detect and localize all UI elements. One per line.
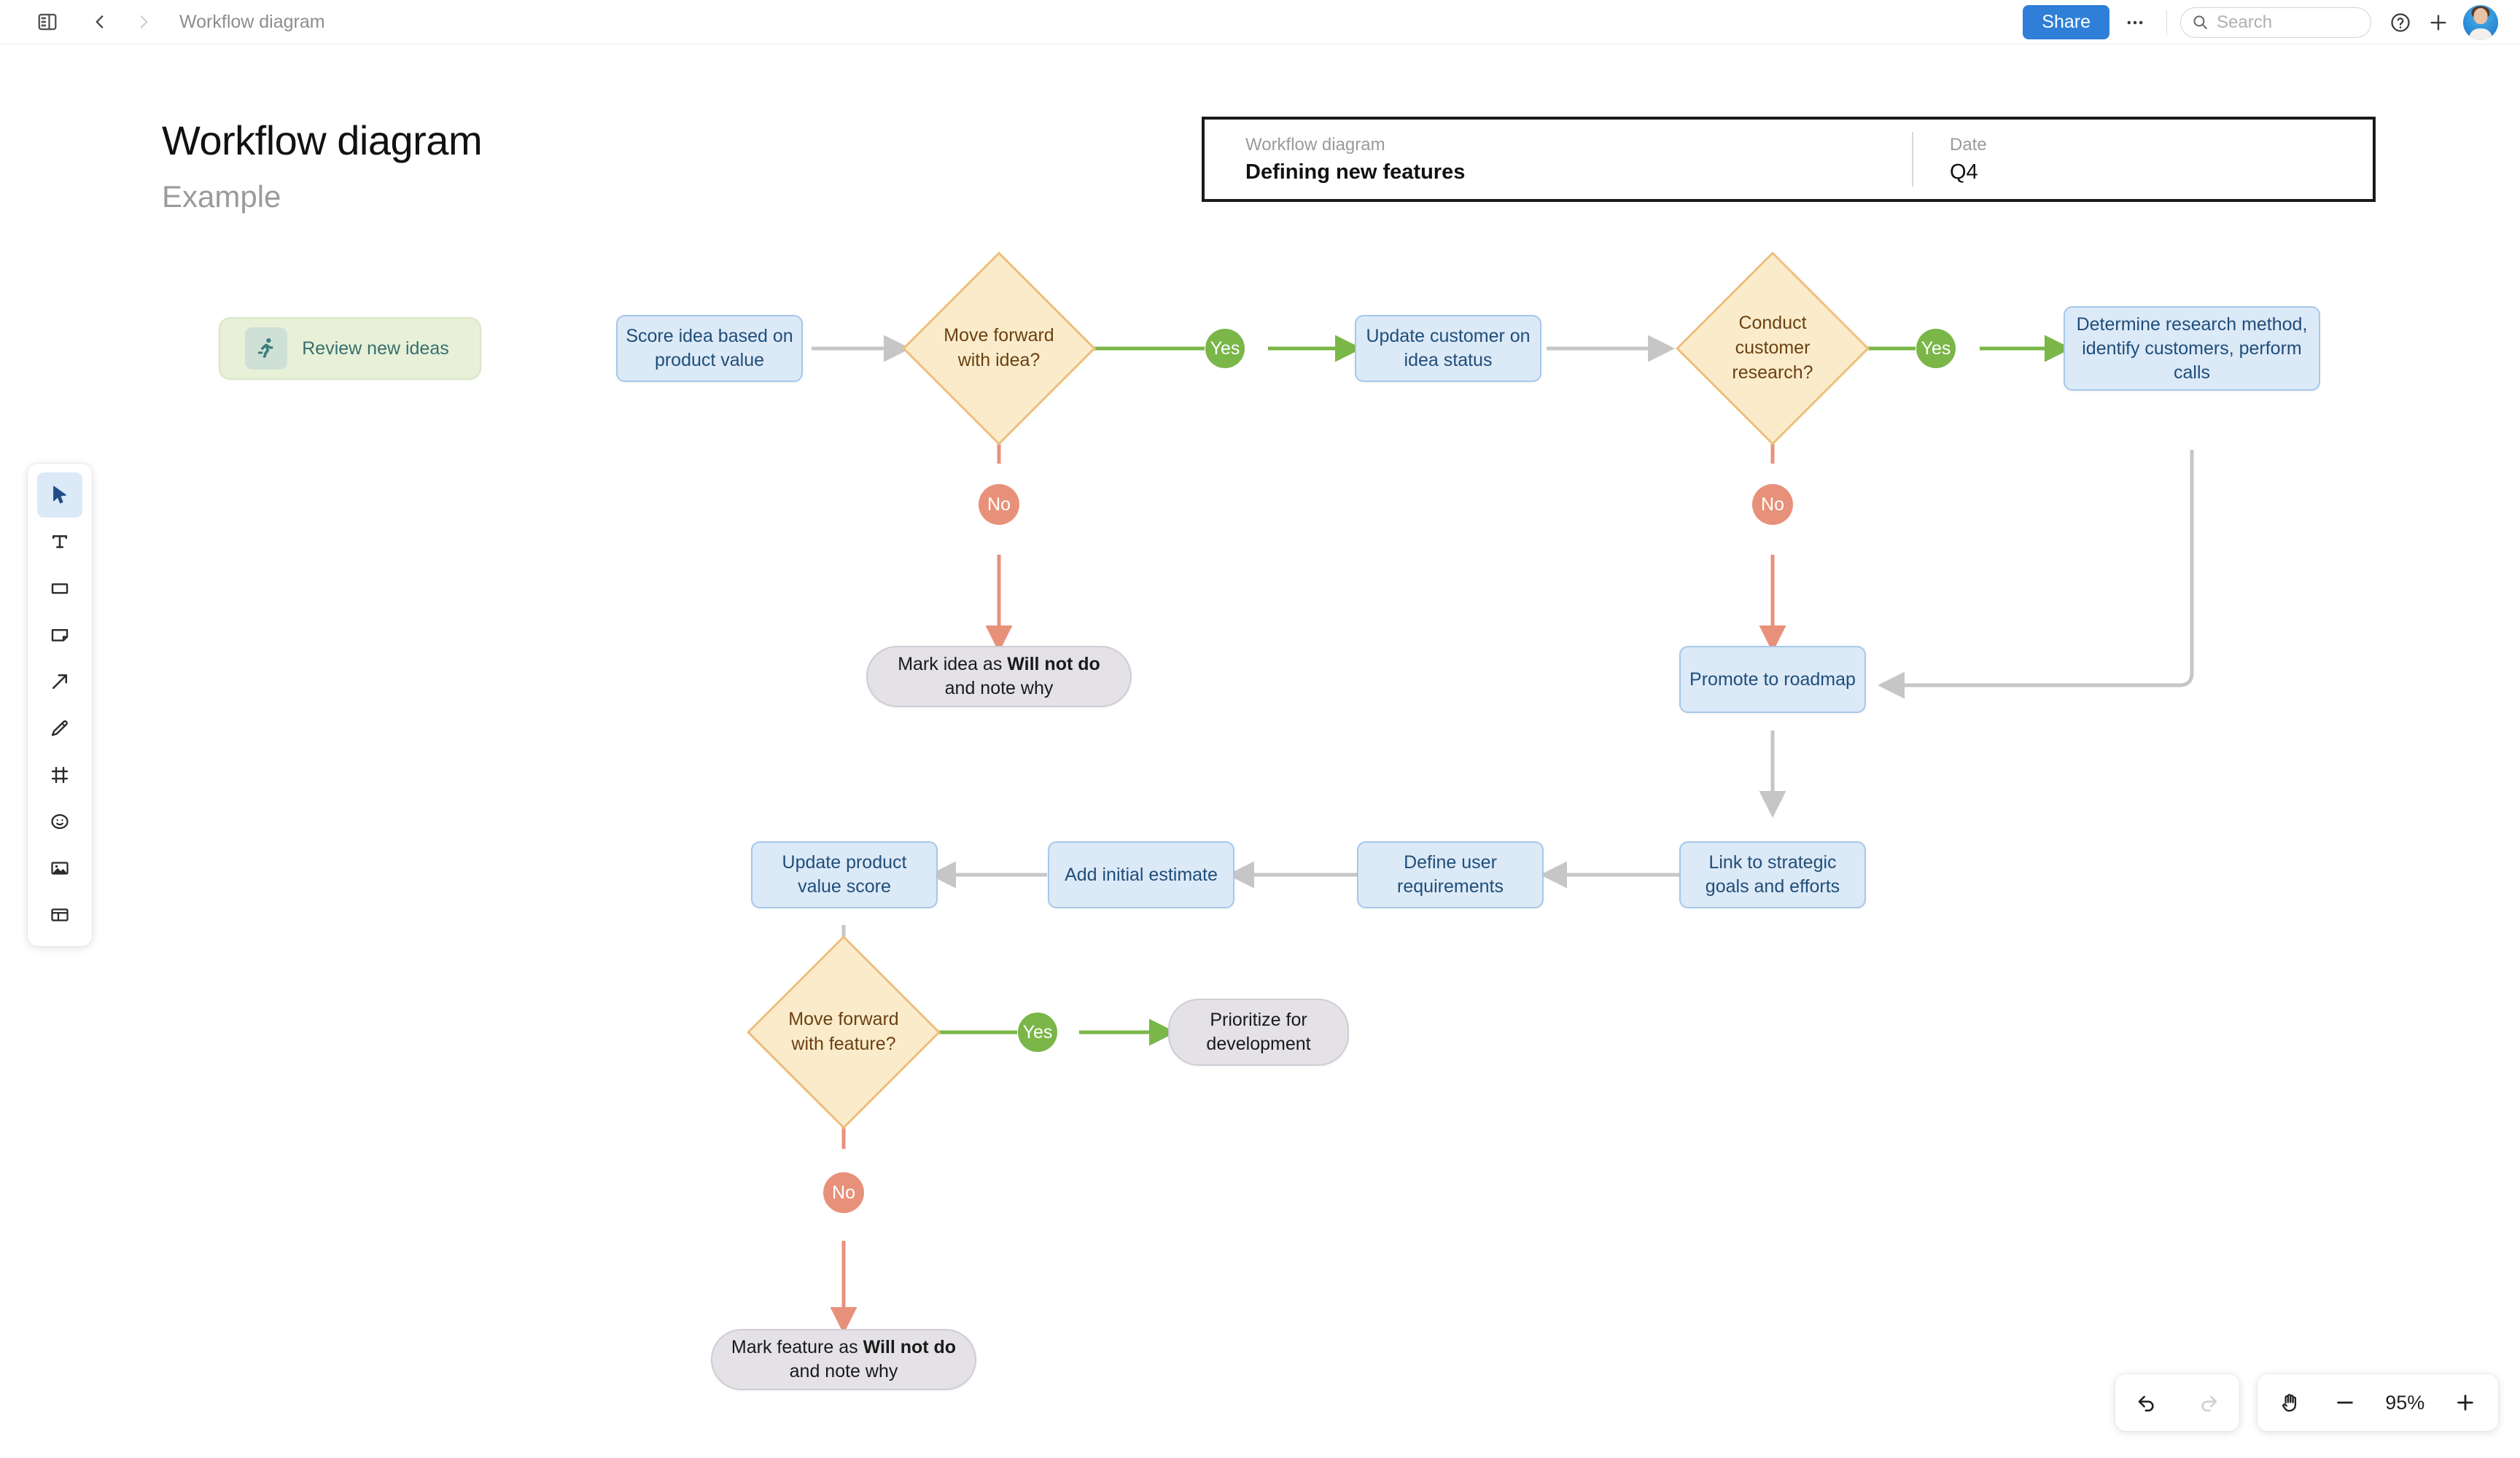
sticky-note-icon xyxy=(51,628,69,642)
header-cell-title: Workflow diagram Defining new features xyxy=(1205,120,1912,199)
ellipsis-icon[interactable] xyxy=(2117,6,2153,39)
panel-left-icon[interactable] xyxy=(28,2,67,42)
node-link-goals[interactable]: Link to strategic goals and efforts xyxy=(1679,841,1866,908)
top-bar-right: Share Search xyxy=(2023,0,2498,44)
zoom-out-button[interactable] xyxy=(2323,1381,2367,1424)
connector-tool[interactable] xyxy=(37,659,82,704)
avatar-body xyxy=(2469,28,2492,40)
arrow-icon xyxy=(52,674,67,689)
node-label: Review new ideas xyxy=(302,338,449,359)
question-circle-icon[interactable] xyxy=(2381,4,2419,42)
node-move-forward-feature[interactable]: Move forward with feature? xyxy=(747,935,941,1129)
frame-icon xyxy=(51,766,69,784)
mark-feature-pre: Mark feature as xyxy=(731,1337,863,1357)
search-placeholder: Search xyxy=(2217,12,2273,32)
rectangle-icon xyxy=(51,583,69,594)
node-update-score[interactable]: Update product value score xyxy=(751,841,938,908)
zoom-in-button[interactable] xyxy=(2443,1381,2487,1424)
image-tool[interactable] xyxy=(37,846,82,891)
breadcrumb[interactable]: Workflow diagram xyxy=(179,11,325,32)
node-promote-roadmap[interactable]: Promote to roadmap xyxy=(1679,646,1866,713)
node-review-new-ideas[interactable]: Review new ideas xyxy=(219,317,481,380)
badge-yes-3: Yes xyxy=(1018,1013,1057,1052)
node-add-estimate[interactable]: Add initial estimate xyxy=(1048,841,1234,908)
header-value-2: Q4 xyxy=(1950,160,1978,184)
header-value-1: Defining new features xyxy=(1245,160,1466,184)
node-move-forward-idea[interactable]: Move forward with idea? xyxy=(902,252,1096,445)
sticky-note-tool[interactable] xyxy=(37,612,82,658)
badge-no-2: No xyxy=(1752,484,1793,525)
node-label-rich: Mark idea as Will not do and note why xyxy=(884,652,1114,701)
chevron-left-icon[interactable] xyxy=(80,2,120,42)
mark-idea-bold: Will not do xyxy=(1007,654,1100,674)
undo-icon[interactable] xyxy=(2125,1381,2169,1424)
shape-tool[interactable] xyxy=(37,566,82,611)
node-label-rich: Mark feature as Will not do and note why xyxy=(728,1336,959,1384)
pen-tool[interactable] xyxy=(37,706,82,751)
node-define-requirements[interactable]: Define user requirements xyxy=(1357,841,1544,908)
plus-icon[interactable] xyxy=(2419,4,2457,42)
hand-icon[interactable] xyxy=(2268,1381,2312,1424)
node-label: Move forward with feature? xyxy=(788,1009,899,1054)
zoom-level[interactable]: 95% xyxy=(2385,1391,2425,1414)
zoom-controls-group: 95% xyxy=(2258,1374,2498,1431)
header-divider xyxy=(1912,132,1913,187)
badge-yes-2: Yes xyxy=(1916,329,1956,368)
undo-redo-group xyxy=(2115,1374,2239,1431)
cursor-icon xyxy=(53,486,66,504)
select-tool[interactable] xyxy=(37,472,82,518)
page-subtitle: Example xyxy=(162,179,281,214)
top-bar: Workflow diagram Share Search xyxy=(0,0,2520,44)
mark-idea-post: and note why xyxy=(944,678,1054,698)
badge-no-3: No xyxy=(823,1172,864,1213)
header-cell-date: Date Q4 xyxy=(1913,120,2373,199)
chevron-right-icon[interactable] xyxy=(124,2,163,42)
template-tool[interactable] xyxy=(37,892,82,937)
diagram-header-box: Workflow diagram Defining new features D… xyxy=(1202,117,2376,202)
share-button[interactable]: Share xyxy=(2023,4,2109,40)
node-mark-feature[interactable]: Mark feature as Will not do and note why xyxy=(711,1329,976,1390)
top-bar-left: Workflow diagram xyxy=(0,2,325,42)
text-icon xyxy=(52,535,67,548)
header-label-1: Workflow diagram xyxy=(1245,134,1385,155)
node-update-customer[interactable]: Update customer on idea status xyxy=(1355,315,1541,382)
pencil-icon xyxy=(51,720,68,736)
node-conduct-research[interactable]: Conduct customer research? xyxy=(1676,252,1870,445)
search-icon xyxy=(2193,15,2207,29)
running-person-icon xyxy=(245,327,288,370)
badge-no-1: No xyxy=(979,484,1019,525)
avatar-face xyxy=(2473,7,2488,24)
toolbar-divider xyxy=(2166,9,2167,35)
node-determine-research[interactable]: Determine research method, identify cust… xyxy=(2064,306,2320,391)
page-title: Workflow diagram xyxy=(162,117,483,163)
badge-yes-1: Yes xyxy=(1205,329,1245,368)
mark-feature-bold: Will not do xyxy=(863,1337,957,1357)
mark-feature-post: and note why xyxy=(789,1361,898,1381)
diagram-canvas[interactable]: Review new ideas Score idea based on pro… xyxy=(0,44,2520,1458)
node-prioritize[interactable]: Prioritize for development xyxy=(1168,999,1349,1066)
search-input[interactable]: Search xyxy=(2180,7,2371,38)
image-icon xyxy=(51,862,69,875)
node-mark-idea[interactable]: Mark idea as Will not do and note why xyxy=(866,646,1132,707)
node-label: Conduct customer research? xyxy=(1732,313,1813,383)
left-toolbar xyxy=(28,464,92,946)
node-label: Move forward with idea? xyxy=(944,325,1054,370)
text-tool[interactable] xyxy=(37,519,82,564)
frame-tool[interactable] xyxy=(37,752,82,798)
mark-idea-pre: Mark idea as xyxy=(898,654,1008,674)
smiley-icon xyxy=(51,814,69,830)
emoji-tool[interactable] xyxy=(37,799,82,844)
avatar[interactable] xyxy=(2463,4,2498,40)
connector-layer xyxy=(812,335,2194,1335)
node-score-idea[interactable]: Score idea based on product value xyxy=(616,315,803,382)
redo-icon[interactable] xyxy=(2187,1381,2231,1424)
header-label-2: Date xyxy=(1950,134,1987,155)
template-icon xyxy=(51,908,69,921)
